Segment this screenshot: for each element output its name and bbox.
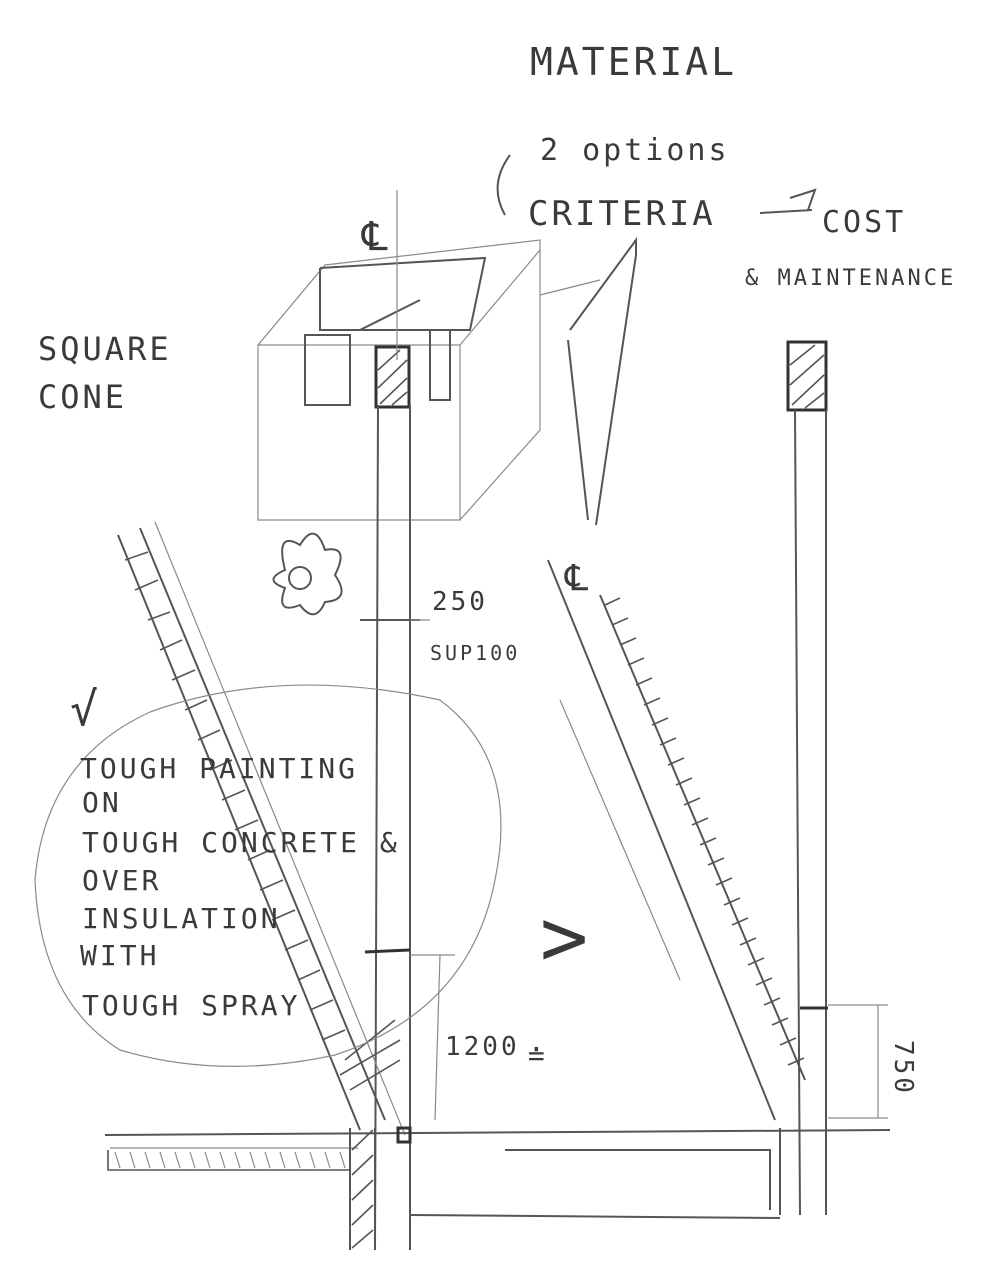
right-post — [786, 340, 828, 1216]
right-post-section — [786, 340, 828, 412]
note-line-7: TOUGH SPRAY — [82, 989, 300, 1022]
dimension-top: 250 SUP100 — [410, 587, 520, 665]
criteria-bracket — [496, 154, 511, 216]
centerline-symbol-top: ℄ — [361, 214, 391, 260]
criteria-item-cost: COST — [822, 205, 906, 240]
note-line-1: TOUGH PAINTING — [80, 752, 358, 785]
flower-doodle — [272, 532, 343, 616]
dimension-top-value: 250 — [432, 587, 488, 617]
approx-symbol: ≐ — [528, 1039, 548, 1072]
title-material: MATERIAL — [530, 40, 737, 84]
note-line-3: TOUGH CONCRETE & — [82, 826, 400, 859]
square-cone-box — [257, 239, 541, 521]
top-post-section — [374, 345, 411, 409]
note-line-6: WITH — [80, 939, 159, 972]
right-box-plate — [539, 236, 637, 526]
base-structure — [104, 1126, 891, 1250]
options-note: 2 options — [540, 133, 730, 168]
criteria-arrow — [759, 188, 817, 214]
note-line-5: INSULATION — [82, 902, 281, 935]
dimension-bottom: 1200 ≐ — [410, 954, 548, 1121]
note-line-4: OVER — [82, 864, 161, 897]
dimension-right: 750 — [828, 1004, 918, 1119]
check-mark: √ — [70, 682, 101, 736]
dimension-right-value: 750 — [888, 1040, 918, 1096]
label-square: SQUARE — [38, 330, 172, 368]
note-text: TOUGH PAINTING ON TOUGH CONCRETE & OVER … — [80, 752, 400, 1022]
criteria-item-maintenance: & MAINTENANCE — [745, 266, 956, 291]
criteria-label: CRITERIA — [528, 194, 716, 234]
left-inclined-beam — [117, 521, 406, 1136]
note-line-2: ON — [82, 786, 122, 819]
right-inclined-beam — [547, 559, 806, 1121]
note-bubble-outline — [34, 684, 502, 1067]
label-cone: CONE — [38, 378, 127, 416]
centerline-symbol-right: ℄ — [564, 558, 591, 599]
compare-symbol: > — [540, 891, 591, 984]
dimension-bottom-value: 1200 — [445, 1032, 520, 1062]
dimension-top-sub: SUP100 — [430, 641, 520, 665]
